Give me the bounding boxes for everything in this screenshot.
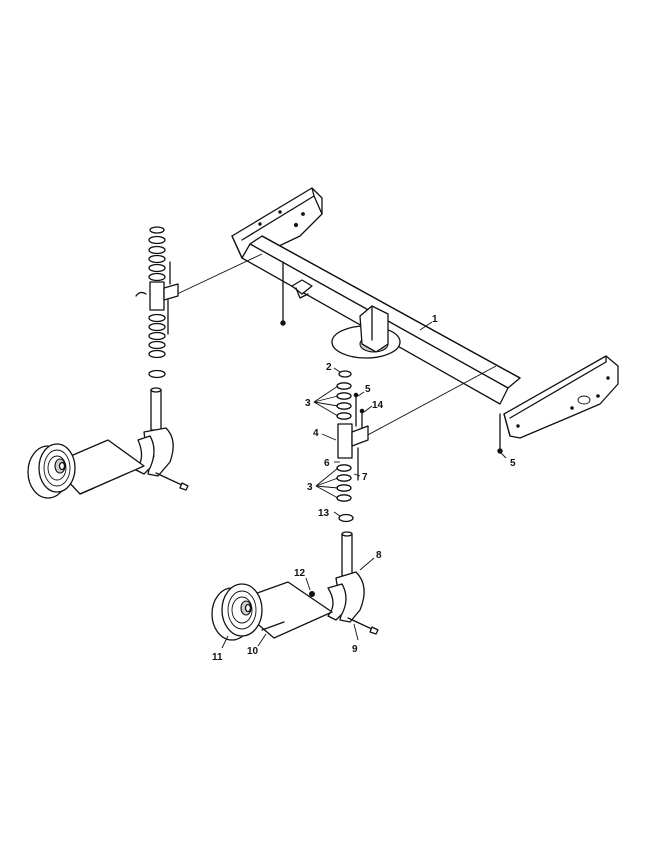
- left-caster-assembly: [27, 226, 189, 499]
- callout-2: 2: [326, 362, 332, 373]
- callout-3-lower: 3: [307, 482, 313, 493]
- callout-13: 13: [318, 508, 330, 519]
- right-caster-assembly: [211, 370, 379, 641]
- callout-7: 7: [362, 472, 368, 483]
- callout-9: 9: [352, 644, 358, 655]
- callout-labels: 1 2 3 5 14 4 6 7 3 13 5 8 12 9 10 11: [212, 314, 516, 663]
- main-frame: [174, 187, 619, 454]
- callout-8: 8: [376, 550, 382, 561]
- callout-4: 4: [313, 428, 319, 439]
- callout-14: 14: [372, 400, 384, 411]
- callout-10: 10: [247, 646, 259, 657]
- callout-6: 6: [324, 458, 330, 469]
- callout-5-upper: 5: [365, 384, 371, 395]
- callout-12: 12: [294, 568, 306, 579]
- callout-11: 11: [212, 652, 223, 663]
- callout-5-lower: 5: [510, 458, 516, 469]
- leader-lines: [221, 321, 507, 649]
- callout-3-upper: 3: [305, 398, 311, 409]
- callout-1: 1: [432, 314, 438, 325]
